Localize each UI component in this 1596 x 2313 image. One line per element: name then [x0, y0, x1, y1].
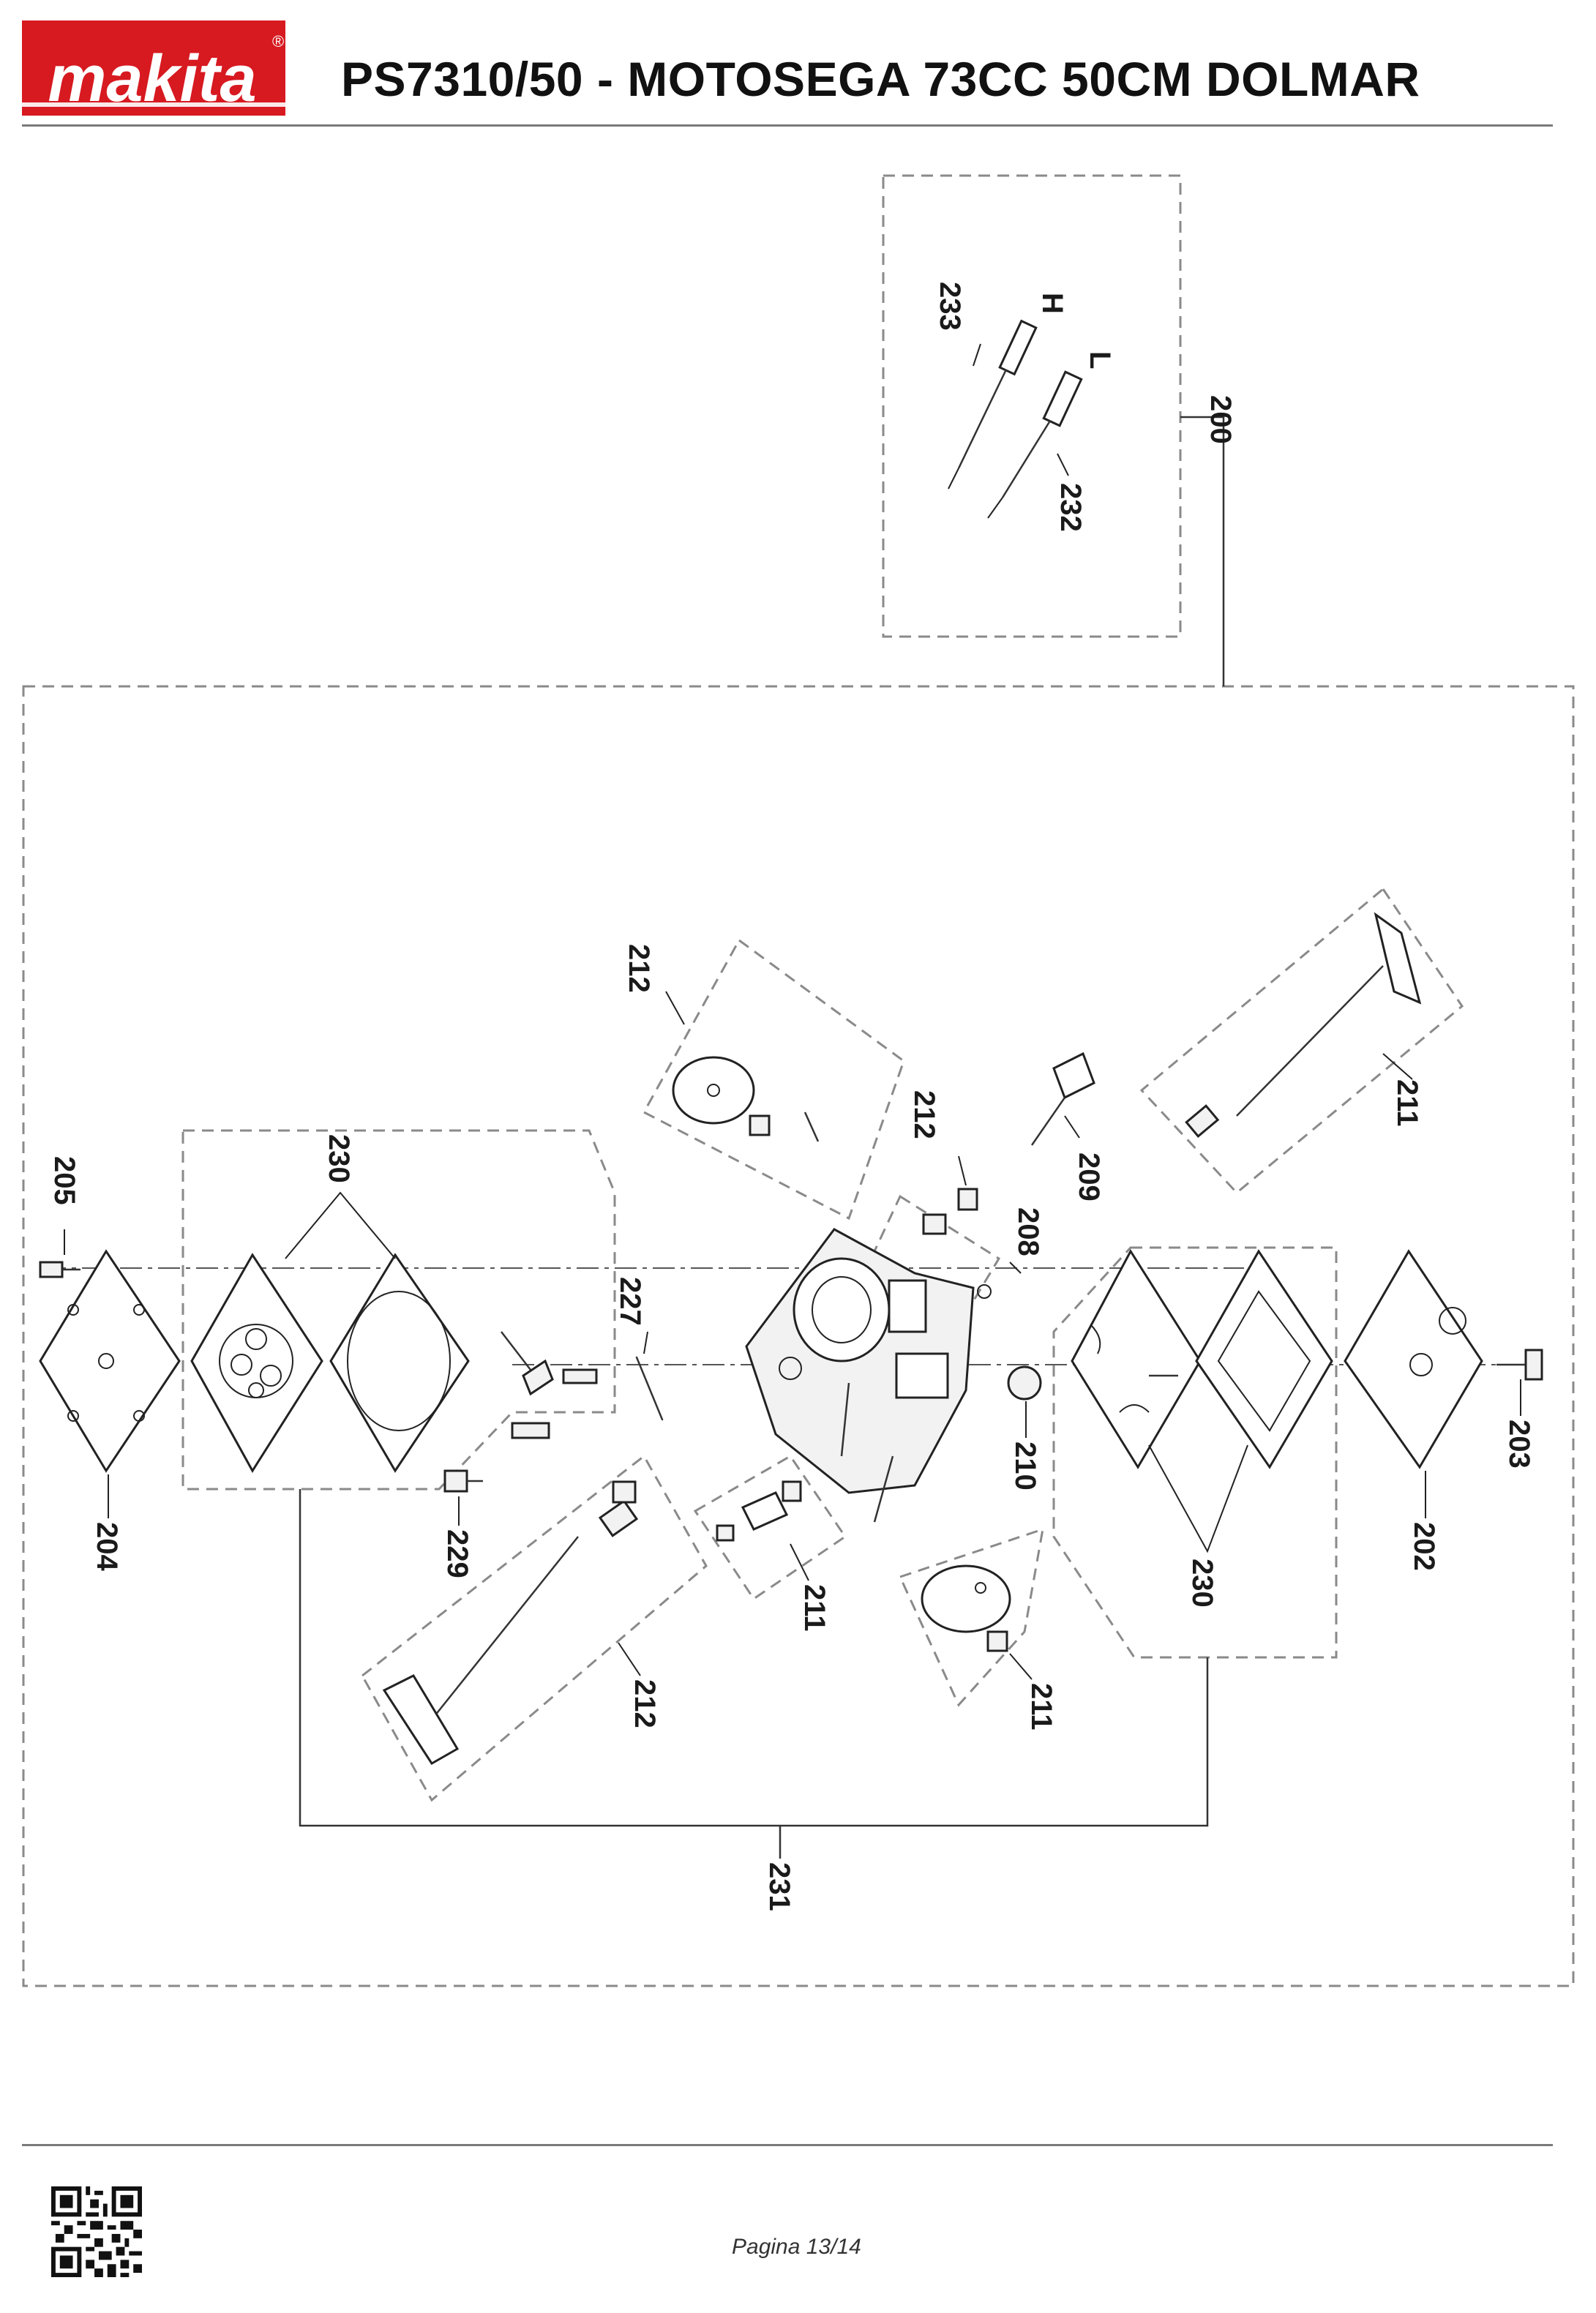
callout-205: 205: [48, 1156, 80, 1205]
leader-231: [299, 1489, 1209, 1827]
leader-211-right: [1382, 1053, 1413, 1080]
screw-205: [39, 1261, 80, 1278]
pin-227: [635, 1356, 664, 1421]
callout-227: 227: [614, 1277, 646, 1326]
adjust-screw-h: [948, 319, 1038, 490]
callout-212-bottom: 212: [629, 1679, 661, 1728]
adjust-screw-l: [987, 370, 1083, 519]
page-number: Pagina 13/14: [732, 2235, 861, 2259]
makita-logo: makita ®: [22, 20, 285, 116]
screw-229: [443, 1469, 483, 1493]
callout-211-right: 211: [1391, 1079, 1423, 1127]
bushing-212: [922, 1188, 978, 1235]
mark-l: L: [1084, 351, 1116, 369]
carburetor-body: [745, 1228, 975, 1523]
group-211-mid-box: [693, 1455, 847, 1601]
pump-diaphragm: [190, 1253, 323, 1473]
callout-211-mid: 211: [798, 1584, 831, 1632]
throttle-shaft-212: [382, 1480, 639, 1766]
leader-212-bottom: [618, 1642, 641, 1676]
callout-231: 231: [763, 1862, 795, 1911]
ball-208: [977, 1284, 992, 1299]
leader-211-low: [1009, 1653, 1033, 1680]
screw-203: [1496, 1349, 1543, 1381]
callout-209: 209: [1073, 1152, 1105, 1202]
kit-230-left-box: [181, 1129, 616, 1491]
choke-plate-211: [921, 1564, 1011, 1652]
metering-cover-202: [1344, 1249, 1483, 1469]
leader-227: [643, 1331, 648, 1354]
group-212-top-box: [642, 938, 905, 1221]
leader-232: [1057, 453, 1069, 476]
leader-230-right: [1148, 1444, 1248, 1553]
adjust-screws-box: [882, 174, 1182, 638]
leader-208: [1009, 1262, 1022, 1274]
metering-gasket: [1195, 1249, 1333, 1469]
callout-212-mid: 212: [908, 1090, 940, 1139]
group-211-right-box: [1139, 887, 1464, 1195]
leader-212-top: [665, 991, 685, 1025]
footer-divider: [22, 2144, 1553, 2146]
pump-gasket: [329, 1253, 470, 1473]
choke-shaft-211: [1185, 912, 1422, 1138]
leader-230-left: [285, 1191, 396, 1259]
header-divider: [22, 124, 1553, 127]
throttle-plate-212: [672, 1056, 820, 1142]
page-title: PS7310/50 - MOTOSEGA 73CC 50CM DOLMAR: [341, 52, 1420, 106]
callout-210: 210: [1009, 1442, 1041, 1491]
callout-202: 202: [1408, 1522, 1440, 1571]
callout-230-right: 230: [1186, 1559, 1218, 1608]
callout-229: 229: [441, 1529, 473, 1578]
qr-code: [51, 2186, 142, 2277]
callout-232: 232: [1054, 483, 1087, 532]
leader-200: [1180, 416, 1225, 686]
screen-210: [1007, 1365, 1042, 1401]
fitting-209: [1030, 1051, 1095, 1146]
leader-233: [973, 343, 981, 367]
pump-cover-204: [39, 1249, 181, 1473]
logo-registered: ®: [272, 32, 284, 50]
callout-200: 200: [1205, 395, 1237, 444]
callout-230-left: 230: [323, 1134, 355, 1183]
group-212-bottom-box: [361, 1454, 708, 1802]
carburetor-assembly-box: [22, 685, 1575, 1987]
leader-209: [1064, 1115, 1080, 1139]
callout-211-low: 211: [1025, 1683, 1057, 1731]
kit-230-right-box: [1052, 1246, 1338, 1659]
leader-211-mid: [790, 1543, 809, 1581]
lever-211: [716, 1480, 802, 1542]
logo-stripe: [22, 102, 285, 107]
leader-212-mid: [958, 1155, 967, 1186]
callout-233: 233: [934, 282, 966, 331]
inlet-needle-parts: [501, 1331, 598, 1439]
callout-204: 204: [91, 1522, 123, 1571]
callout-212-top: 212: [623, 944, 655, 993]
mark-h: H: [1036, 293, 1068, 314]
callout-208: 208: [1012, 1207, 1044, 1256]
group-211-low-box: [898, 1527, 1044, 1707]
logo-background: [22, 20, 285, 116]
metering-diaphragm: [1071, 1249, 1202, 1469]
callout-203: 203: [1503, 1420, 1535, 1469]
